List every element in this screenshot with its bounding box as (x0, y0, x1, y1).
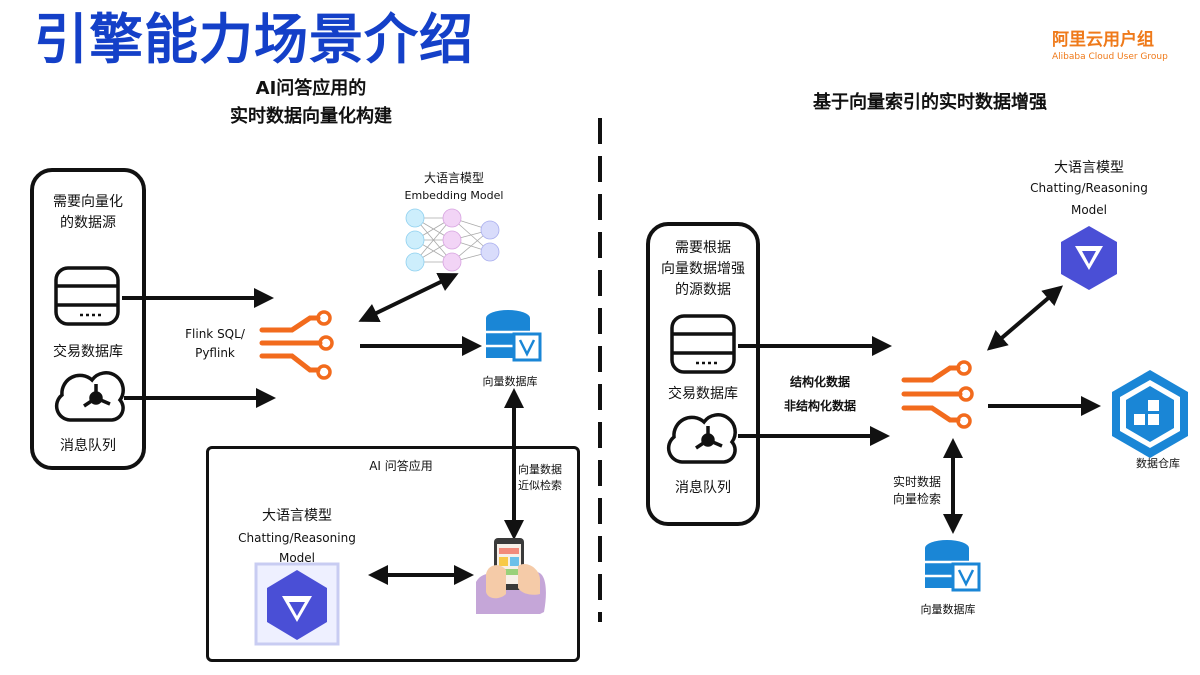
flink-icon-right (901, 360, 974, 429)
qwen-icon-right (1061, 226, 1117, 290)
qa-llm-title: 大语言模型 (262, 508, 332, 524)
left-source-title-line2: 的数据源 (60, 215, 116, 231)
structured-data-label: 结构化数据 (789, 375, 850, 389)
database-icon-right (670, 314, 736, 374)
left-vector-db-label: 向量数据库 (482, 375, 538, 388)
embedding-llm-title: 大语言模型 (423, 171, 484, 185)
right-llm-sub1: Chatting/Reasoning (1030, 181, 1148, 195)
flink-label-line2: Pyflink (195, 346, 235, 360)
right-llm-title: 大语言模型 (1054, 160, 1124, 176)
qa-app-box (206, 446, 580, 662)
arrow-flink-embedding (358, 272, 459, 323)
left-db-label: 交易数据库 (53, 344, 123, 360)
left-mq-label: 消息队列 (60, 438, 116, 454)
warehouse-label: 数据仓库 (1136, 457, 1180, 470)
database-icon (54, 266, 120, 326)
search-label-line1: 向量数据 (518, 463, 562, 476)
retrieval-label-line2: 向量检索 (892, 492, 941, 506)
qwen-icon (254, 562, 340, 646)
page-title: 引擎能力场景介绍 (34, 8, 474, 71)
cloud-queue-icon-right (666, 413, 737, 464)
right-heading: 基于向量索引的实时数据增强 (813, 92, 1047, 113)
qa-llm-sub2: Model (278, 551, 316, 565)
qa-app-title: AI 问答应用 (369, 459, 433, 473)
warehouse-icon (1112, 370, 1188, 458)
neural-network-icon (405, 208, 500, 272)
search-label-line2: 近似检索 (518, 479, 562, 492)
left-heading-line1: AI问答应用的 (255, 78, 367, 99)
right-db-label: 交易数据库 (668, 386, 738, 402)
phone-hand-icon (476, 538, 546, 614)
vector-db-icon-right (925, 540, 981, 592)
flink-label-line1: Flink SQL/ (185, 327, 245, 341)
cloud-queue-icon (54, 371, 125, 422)
right-mq-label: 消息队列 (675, 480, 731, 496)
unstructured-data-label: 非结构化数据 (783, 399, 856, 413)
right-source-title-line1: 需要根据 (675, 240, 731, 256)
brand-subtitle: Alibaba Cloud User Group (1052, 52, 1168, 62)
right-llm-sub2: Model (1070, 203, 1108, 217)
right-source-title-line2: 向量数据增强 (661, 261, 745, 277)
vector-db-icon (486, 310, 542, 362)
brand-logo: 阿里云用户组 (1052, 30, 1154, 50)
left-source-title-line1: 需要向量化 (53, 194, 123, 210)
retrieval-label-line1: 实时数据 (892, 475, 941, 489)
qa-llm-sub1: Chatting/Reasoning (238, 531, 356, 545)
embedding-model-label: Embedding Model (404, 189, 504, 202)
right-vector-db-label: 向量数据库 (920, 603, 976, 616)
arrow-flink-llm (986, 285, 1064, 351)
left-heading-line2: 实时数据向量化构建 (230, 106, 392, 127)
flink-icon (259, 310, 334, 380)
left-source-box (30, 168, 146, 470)
right-source-box (646, 222, 760, 526)
right-source-title-line3: 的源数据 (675, 282, 731, 298)
